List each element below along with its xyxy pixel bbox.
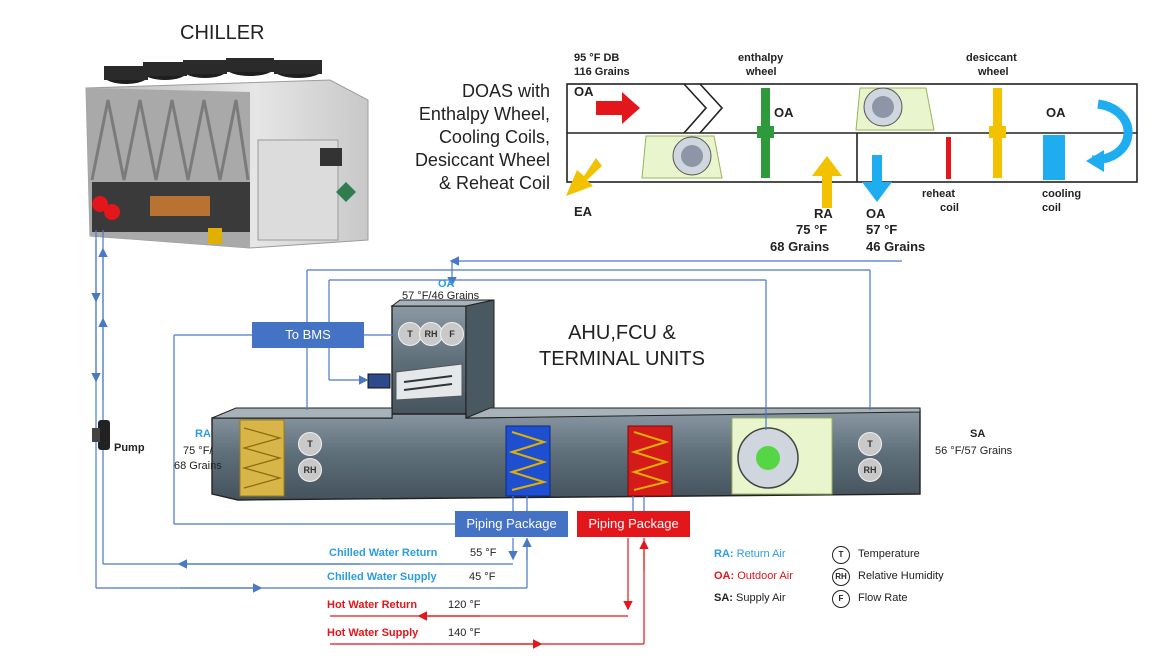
- ahu-duct: [211, 299, 921, 501]
- sensor-ra-temperature: T: [298, 432, 322, 456]
- doas-oa-out-label: OA: [866, 206, 886, 221]
- doas-oa-in-label: OA: [574, 84, 594, 99]
- legend-sa: SA: Supply Air: [714, 592, 786, 604]
- cooling-coil-label-2: coil: [1042, 202, 1061, 214]
- legend-ra: RA: Return Air: [714, 548, 786, 560]
- chw-supply-label: Chilled Water Supply: [327, 571, 437, 583]
- doas-title-line-5: & Reheat Coil: [438, 173, 550, 193]
- ahu-title-line-2: TERMINAL UNITS: [539, 348, 705, 370]
- chw-supply-temp: 45 °F: [469, 571, 496, 583]
- pump-label: Pump: [114, 442, 145, 454]
- chilled-water-lines: [91, 230, 645, 593]
- legend-ra-abbr: RA:: [714, 548, 734, 560]
- legend: RA: Return Air OA: Outdoor Air SA: Suppl…: [714, 546, 984, 616]
- doas-title-line-3: Cooling Coils,: [438, 127, 550, 147]
- doas-oa-in-temp: 95 °F DB: [574, 52, 620, 64]
- doas-oa-out-temp: 57 °F: [866, 222, 898, 237]
- doas-ra-grains: 68 Grains: [770, 239, 830, 254]
- doas-oa-mid-1: OA: [774, 105, 794, 120]
- legend-temperature-icon: T: [832, 546, 850, 564]
- to-bms-box: To BMS: [252, 322, 364, 348]
- desiccant-wheel-label-1: desiccant: [966, 52, 1017, 64]
- sensor-sa-temperature: T: [858, 432, 882, 456]
- doas-ra-temp: 75 °F: [796, 222, 828, 237]
- control-lines: [173, 256, 902, 525]
- reheat-coil-label-2: coil: [940, 202, 959, 214]
- chw-return-label: Chilled Water Return: [329, 547, 438, 559]
- reheat-coil-label-1: reheat: [922, 188, 956, 200]
- piping-package-chilled: Piping Package: [455, 511, 568, 537]
- doas-unit: [566, 83, 1138, 208]
- ahu-title-line-1: AHU,FCU &: [568, 322, 676, 344]
- ahu-sa-label: SA: [970, 428, 986, 440]
- hw-supply-label: Hot Water Supply: [327, 627, 419, 639]
- chiller-illustration: [85, 58, 369, 249]
- enthalpy-wheel-label-1: enthalpy: [738, 52, 784, 64]
- chw-return-temp: 55 °F: [470, 547, 497, 559]
- legend-oa-abbr: OA:: [714, 570, 735, 582]
- ahu-ra-label: RA: [195, 428, 211, 440]
- legend-sa-text: Supply Air: [736, 592, 786, 604]
- doas-title-line-1: DOAS with: [461, 81, 550, 101]
- desiccant-wheel-label-2: wheel: [978, 66, 1009, 78]
- legend-sa-abbr: SA:: [714, 592, 733, 604]
- doas-title: DOAS with Enthalpy Wheel, Cooling Coils,…: [378, 80, 550, 195]
- hw-return-label: Hot Water Return: [327, 599, 418, 611]
- sensor-ra-humidity: RH: [298, 458, 322, 482]
- ahu-oa-value: 57 °F/46 Grains: [402, 290, 480, 302]
- enthalpy-wheel-label-2: wheel: [746, 66, 777, 78]
- chiller-title: CHILLER: [180, 22, 265, 44]
- ahu-ra-value-2: 68 Grains: [174, 460, 222, 472]
- pump-illustration: [92, 420, 110, 450]
- hw-supply-temp: 140 °F: [448, 627, 481, 639]
- ahu-title: AHU,FCU & TERMINAL UNITS: [522, 320, 722, 372]
- legend-temperature-text: Temperature: [858, 548, 920, 560]
- piping-package-hot: Piping Package: [577, 511, 690, 537]
- legend-flow-icon: F: [832, 590, 850, 608]
- doas-title-line-2: Enthalpy Wheel,: [418, 104, 550, 124]
- cooling-coil-label-1: cooling: [1042, 188, 1082, 200]
- ahu-sa-value: 56 °F/57 Grains: [935, 445, 1013, 457]
- doas-oa-mid-2: OA: [1046, 105, 1066, 120]
- doas-oa-out-grains: 46 Grains: [866, 239, 926, 254]
- doas-title-line-4: Desiccant Wheel: [414, 150, 550, 170]
- doas-oa-in-grains: 116 Grains: [574, 66, 630, 78]
- sensor-sa-humidity: RH: [858, 458, 882, 482]
- hot-water-lines: [330, 538, 649, 649]
- doas-ea-label: EA: [574, 204, 593, 219]
- sensor-oa-flow: F: [440, 322, 464, 346]
- legend-humidity-icon: RH: [832, 568, 850, 586]
- ahu-oa-label: OA: [438, 278, 455, 290]
- hw-return-temp: 120 °F: [448, 599, 481, 611]
- legend-humidity-text: Relative Humidity: [858, 570, 944, 582]
- doas-ra-label: RA: [814, 206, 833, 221]
- ahu-ra-value-1: 75 °F/: [183, 445, 213, 457]
- sensor-oa-temperature: T: [398, 322, 422, 346]
- legend-ra-text: Return Air: [736, 548, 786, 560]
- legend-oa-text: Outdoor Air: [737, 570, 793, 582]
- legend-oa: OA: Outdoor Air: [714, 570, 793, 582]
- legend-flow-text: Flow Rate: [858, 592, 908, 604]
